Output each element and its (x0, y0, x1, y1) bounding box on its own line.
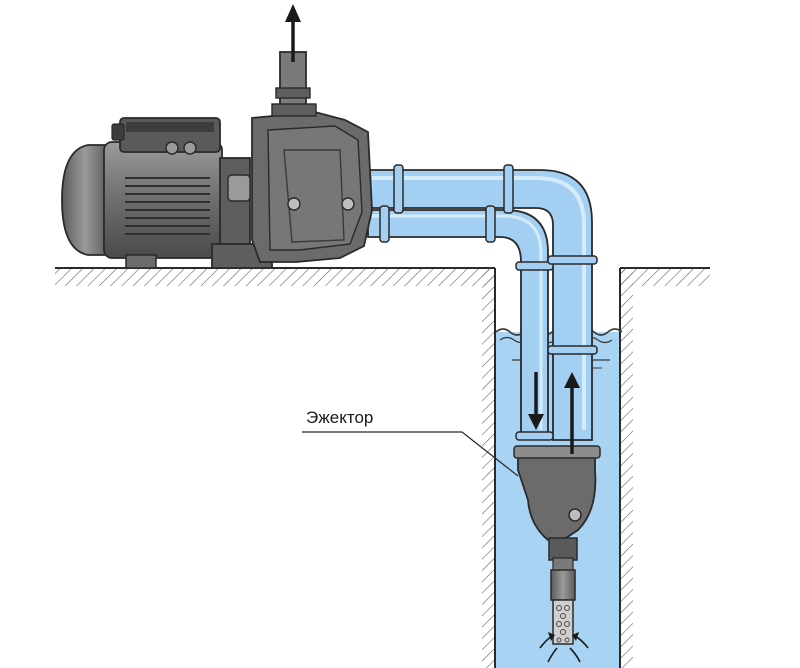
ground-right-hatch (620, 268, 710, 286)
coupling-lower-1 (380, 206, 389, 242)
cable-gland (112, 124, 124, 140)
coupling-lower-2 (486, 206, 495, 242)
strainer (553, 600, 573, 644)
ejector-label: Эжектор (306, 408, 373, 427)
ejector-top-flange (514, 446, 600, 458)
coupling-upper-2 (504, 165, 513, 213)
coupling-upper-1 (394, 165, 403, 213)
well-shaft-hatch-right (620, 268, 633, 668)
motor-coupling (220, 158, 250, 250)
ground (55, 268, 710, 286)
coupling-vertical-3 (548, 346, 597, 354)
terminal-screw-2 (184, 142, 196, 154)
terminal-screw-1 (166, 142, 178, 154)
terminal-box-lid (126, 122, 214, 132)
ejector-nozzle (549, 538, 577, 560)
pump-housing-face (268, 126, 362, 250)
pressure-pipe (368, 210, 548, 438)
check-valve (551, 570, 575, 600)
housing-bolt-1 (288, 198, 300, 210)
discharge-outlet-collar (276, 88, 310, 98)
motor-body (104, 142, 222, 258)
motor-coupling-ring (228, 175, 250, 201)
coupling-vertical-1 (516, 262, 553, 270)
motor-end-cap (62, 145, 108, 255)
well-shaft-hatch-left (482, 268, 495, 668)
pump (62, 52, 372, 268)
coupling-vertical-2 (548, 256, 597, 264)
motor-foot-left (126, 255, 156, 268)
discharge-outlet-base (272, 104, 316, 116)
coupling-vertical-4 (516, 432, 553, 440)
ground-left-hatch (55, 268, 495, 286)
ejector-bolt (569, 509, 581, 521)
housing-bolt-2 (342, 198, 354, 210)
